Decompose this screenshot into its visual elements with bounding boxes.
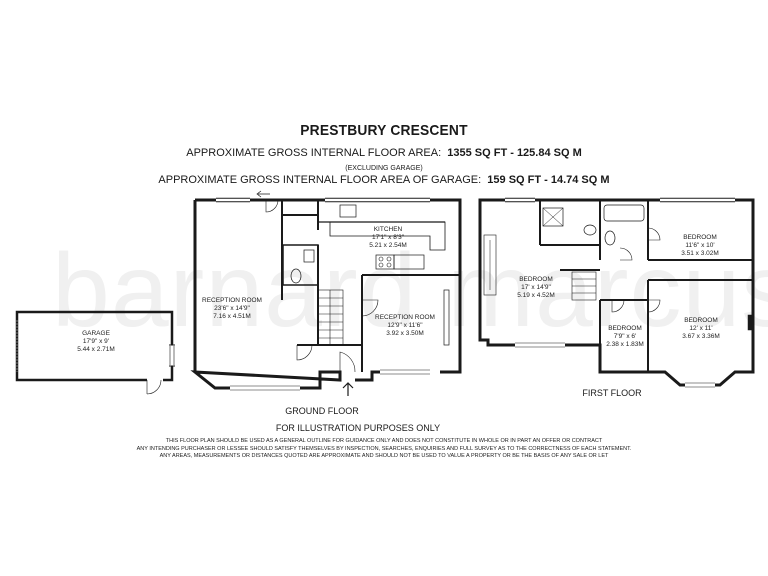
room-imperial: 12' x 11' [689,325,713,332]
disclaimer: THIS FLOOR PLAN SHOULD BE USED AS A GENE… [0,438,768,461]
room-metric: 3.92 x 3.50M [386,330,424,337]
garage-outline [15,310,175,395]
room-metric: 7.16 x 4.51M [213,313,251,320]
ground-floor-label: GROUND FLOOR [285,406,359,416]
room-name: BEDROOM [519,276,553,283]
illustration-note: FOR ILLUSTRATION PURPOSES ONLY [275,423,441,433]
disclaimer-line-3: ANY AREAS, MEASUREMENTS OR DISTANCES QUO… [159,453,609,459]
bedroom-4-label: BEDROOM 12' x 11' 3.67 x 3.36M [682,317,720,341]
bedroom-2-label: BEDROOM 11'6" x 10' 3.51 x 3.02M [681,234,719,258]
room-name: RECEPTION ROOM [202,297,262,304]
garage-area-value: 159 SQ FT - 14.74 SQ M [487,174,610,186]
gross-area-line: APPROXIMATE GROSS INTERNAL FLOOR AREA: 1… [0,147,768,159]
reception-room-2-label: RECEPTION ROOM 12'9" x 11'6" 3.92 x 3.50… [375,314,435,338]
room-imperial: 23'6" x 14'9" [214,305,250,312]
gross-area-label: APPROXIMATE GROSS INTERNAL FLOOR AREA: [186,147,442,159]
bedroom-1-label: BEDROOM 17' x 14'9" 5.19 x 4.52M [517,276,555,300]
room-metric: 2.38 x 1.83M [606,341,644,348]
property-title: PRESTBURY CRESCENT [300,122,468,139]
disclaimer-line-1: THIS FLOOR PLAN SHOULD BE USED AS A GENE… [165,438,603,444]
bedroom-3-label: BEDROOM 7'9" x 6' 2.38 x 1.83M [606,325,644,349]
room-metric: 5.21 x 2.54M [369,242,407,249]
room-name: BEDROOM [684,317,718,324]
garage-area-label: APPROXIMATE GROSS INTERNAL FLOOR AREA OF… [158,174,482,186]
garage-room-label: GARAGE 17'9" x 9' 5.44 x 2.71M [77,330,115,354]
room-metric: 5.19 x 4.52M [517,292,555,299]
room-imperial: 17'1" x 8'3" [371,234,405,241]
room-name: BEDROOM [608,325,642,332]
first-floor-outline [478,197,755,388]
room-imperial: 11'6" x 10' [685,242,715,249]
room-imperial: 7'9" x 6' [613,333,637,340]
excluding-garage-note: (EXCLUDING GARAGE) [345,165,423,172]
room-metric: 5.44 x 2.71M [77,346,115,353]
room-name: BEDROOM [683,234,717,241]
room-name: KITCHEN [373,226,403,233]
room-imperial: 12'9" x 11'6" [387,322,423,329]
kitchen-label: KITCHEN 17'1" x 8'3" 5.21 x 2.54M [369,226,407,250]
room-metric: 3.67 x 3.36M [682,333,720,340]
room-imperial: 17'9" x 9' [82,338,110,345]
gross-area-value: 1355 SQ FT - 125.84 SQ M [447,147,582,159]
room-imperial: 17' x 14'9" [521,284,551,291]
room-name: RECEPTION ROOM [375,314,435,321]
reception-room-1-label: RECEPTION ROOM 23'6" x 14'9" 7.16 x 4.51… [202,297,262,321]
disclaimer-line-2: ANY INTENDING PURCHASER OR LESSEE SHOULD… [136,445,632,452]
first-floor-label: FIRST FLOOR [582,388,642,398]
room-name: GARAGE [82,330,110,337]
garage-area-line: APPROXIMATE GROSS INTERNAL FLOOR AREA OF… [0,174,768,186]
ground-floor-outline [190,190,462,396]
room-metric: 3.51 x 3.02M [681,250,719,257]
